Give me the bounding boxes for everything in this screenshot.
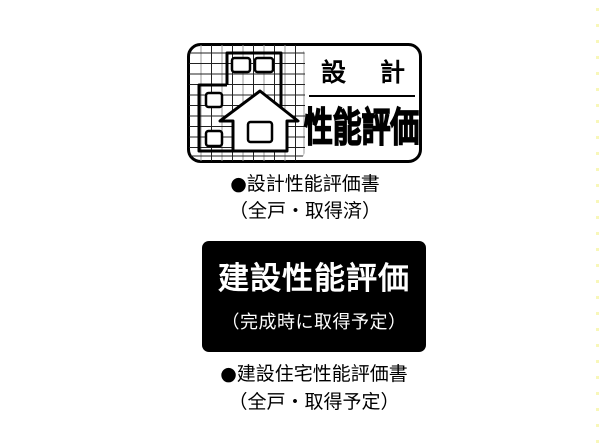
logo-char-2: 計 [379, 58, 405, 87]
badge-subtitle: （完成時に取得予定） [221, 312, 407, 333]
construction-caption-title-text: 建設住宅性能評価書 [236, 363, 408, 385]
badge-title: 建設性能評価 [218, 261, 410, 297]
logo-text-performance-evaluation: 性能評価 [303, 104, 420, 152]
logo-char-1: 設 [321, 58, 347, 87]
house-on-grid-icon [187, 43, 422, 163]
design-caption-title: ●設計性能評価書 [210, 172, 400, 196]
design-performance-logo [187, 43, 422, 163]
logo-text-design: 設 計 [309, 56, 416, 90]
construction-performance-badge: 建設性能評価 （完成時に取得予定） [202, 241, 426, 352]
design-caption-title-text: 設計性能評価書 [246, 173, 380, 195]
design-caption-status: （全戸・取得済） [228, 200, 381, 222]
bullet-icon: ● [230, 173, 247, 195]
construction-caption-status: （全戸・取得予定） [228, 391, 400, 413]
edge-marks [596, 0, 600, 446]
bullet-icon: ● [220, 363, 237, 385]
construction-caption-title: ●建設住宅性能評価書 [200, 362, 428, 386]
